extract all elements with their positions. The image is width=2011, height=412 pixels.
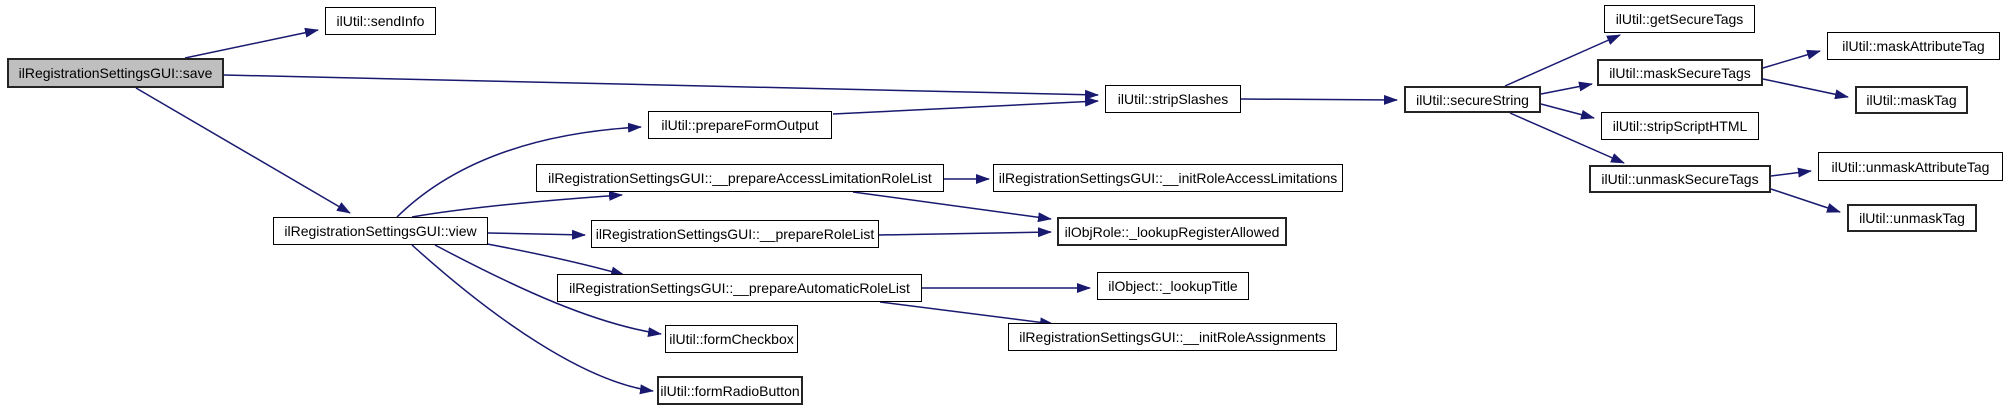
node-lookupRegisterAllowed[interactable]: ilObjRole::_lookupRegisterAllowed [1057,217,1287,246]
node-initRoleAccessLimitations[interactable]: ilRegistrationSettingsGUI::__initRoleAcc… [993,164,1343,192]
node-sendInfo[interactable]: ilUtil::sendInfo [325,7,436,35]
node-unmaskAttributeTag[interactable]: ilUtil::unmaskAttributeTag [1818,152,2003,181]
edge-view-to-prepareFormOutput [396,122,642,218]
node-view[interactable]: ilRegistrationSettingsGUI::view [273,217,488,245]
edge-secureString-to-maskSecureTags [1540,81,1593,95]
edge-stripSlashes-to-secureString [1240,94,1398,105]
node-initRoleAssignments[interactable]: ilRegistrationSettingsGUI::__initRoleAss… [1008,323,1337,351]
node-unmaskTag[interactable]: ilUtil::unmaskTag [1847,204,1977,232]
edge-secureString-to-stripScriptHTML [1540,103,1595,120]
node-prepareFormOutput[interactable]: ilUtil::prepareFormOutput [648,111,832,139]
edge-prepareAccessLimitationRoleList-to-lookupRegisterAllowed [852,191,1052,223]
edge-maskSecureTags-to-maskTag [1762,78,1849,100]
node-formCheckbox[interactable]: ilUtil::formCheckbox [665,325,798,353]
node-secureString[interactable]: ilUtil::secureString [1404,86,1541,113]
edge-prepareAutomaticRoleList-to-initRoleAssignments [879,301,1054,328]
edge-save-to-sendInfo [184,27,319,59]
edge-view-to-formCheckbox [434,244,662,337]
edge-secureString-to-unmaskSecureTags [1509,112,1625,164]
node-prepareAccessLimitationRoleList[interactable]: ilRegistrationSettingsGUI::__prepareAcce… [536,164,944,192]
edge-save-to-stripSlashes [223,74,1099,100]
edge-view-to-prepareRoleList [487,229,586,240]
node-maskTag[interactable]: ilUtil::maskTag [1855,86,1968,114]
node-unmaskSecureTags[interactable]: ilUtil::unmaskSecureTags [1589,165,1771,193]
edge-prepareFormOutput-to-stripSlashes [832,96,1099,115]
edge-view-to-prepareAccessLimitationRoleList [411,190,623,218]
node-prepareAutomaticRoleList[interactable]: ilRegistrationSettingsGUI::__prepareAuto… [557,274,922,302]
edge-maskSecureTags-to-maskAttributeTag [1762,49,1821,69]
node-lookupTitle[interactable]: ilObject::_lookupTitle [1097,272,1249,300]
edge-secureString-to-getSecureTags [1504,34,1621,87]
node-stripScriptHTML[interactable]: ilUtil::stripScriptHTML [1601,112,1759,140]
edge-unmaskSecureTags-to-unmaskAttributeTag [1770,167,1812,178]
node-prepareRoleList[interactable]: ilRegistrationSettingsGUI::__prepareRole… [591,220,879,248]
edge-unmaskSecureTags-to-unmaskTag [1770,188,1841,213]
edge-prepareRoleList-to-lookupRegisterAllowed [878,227,1052,238]
node-getSecureTags[interactable]: ilUtil::getSecureTags [1604,5,1755,33]
edge-view-to-formRadioButton [411,244,654,395]
edge-save-to-view [135,87,351,214]
node-formRadioButton[interactable]: ilUtil::formRadioButton [657,376,803,405]
node-maskSecureTags[interactable]: ilUtil::maskSecureTags [1597,59,1763,86]
node-maskAttributeTag[interactable]: ilUtil::maskAttributeTag [1827,32,2000,60]
node-stripSlashes[interactable]: ilUtil::stripSlashes [1105,85,1241,113]
node-save[interactable]: ilRegistrationSettingsGUI::save [7,58,224,88]
edge-view-to-prepareAutomaticRoleList [481,242,625,277]
